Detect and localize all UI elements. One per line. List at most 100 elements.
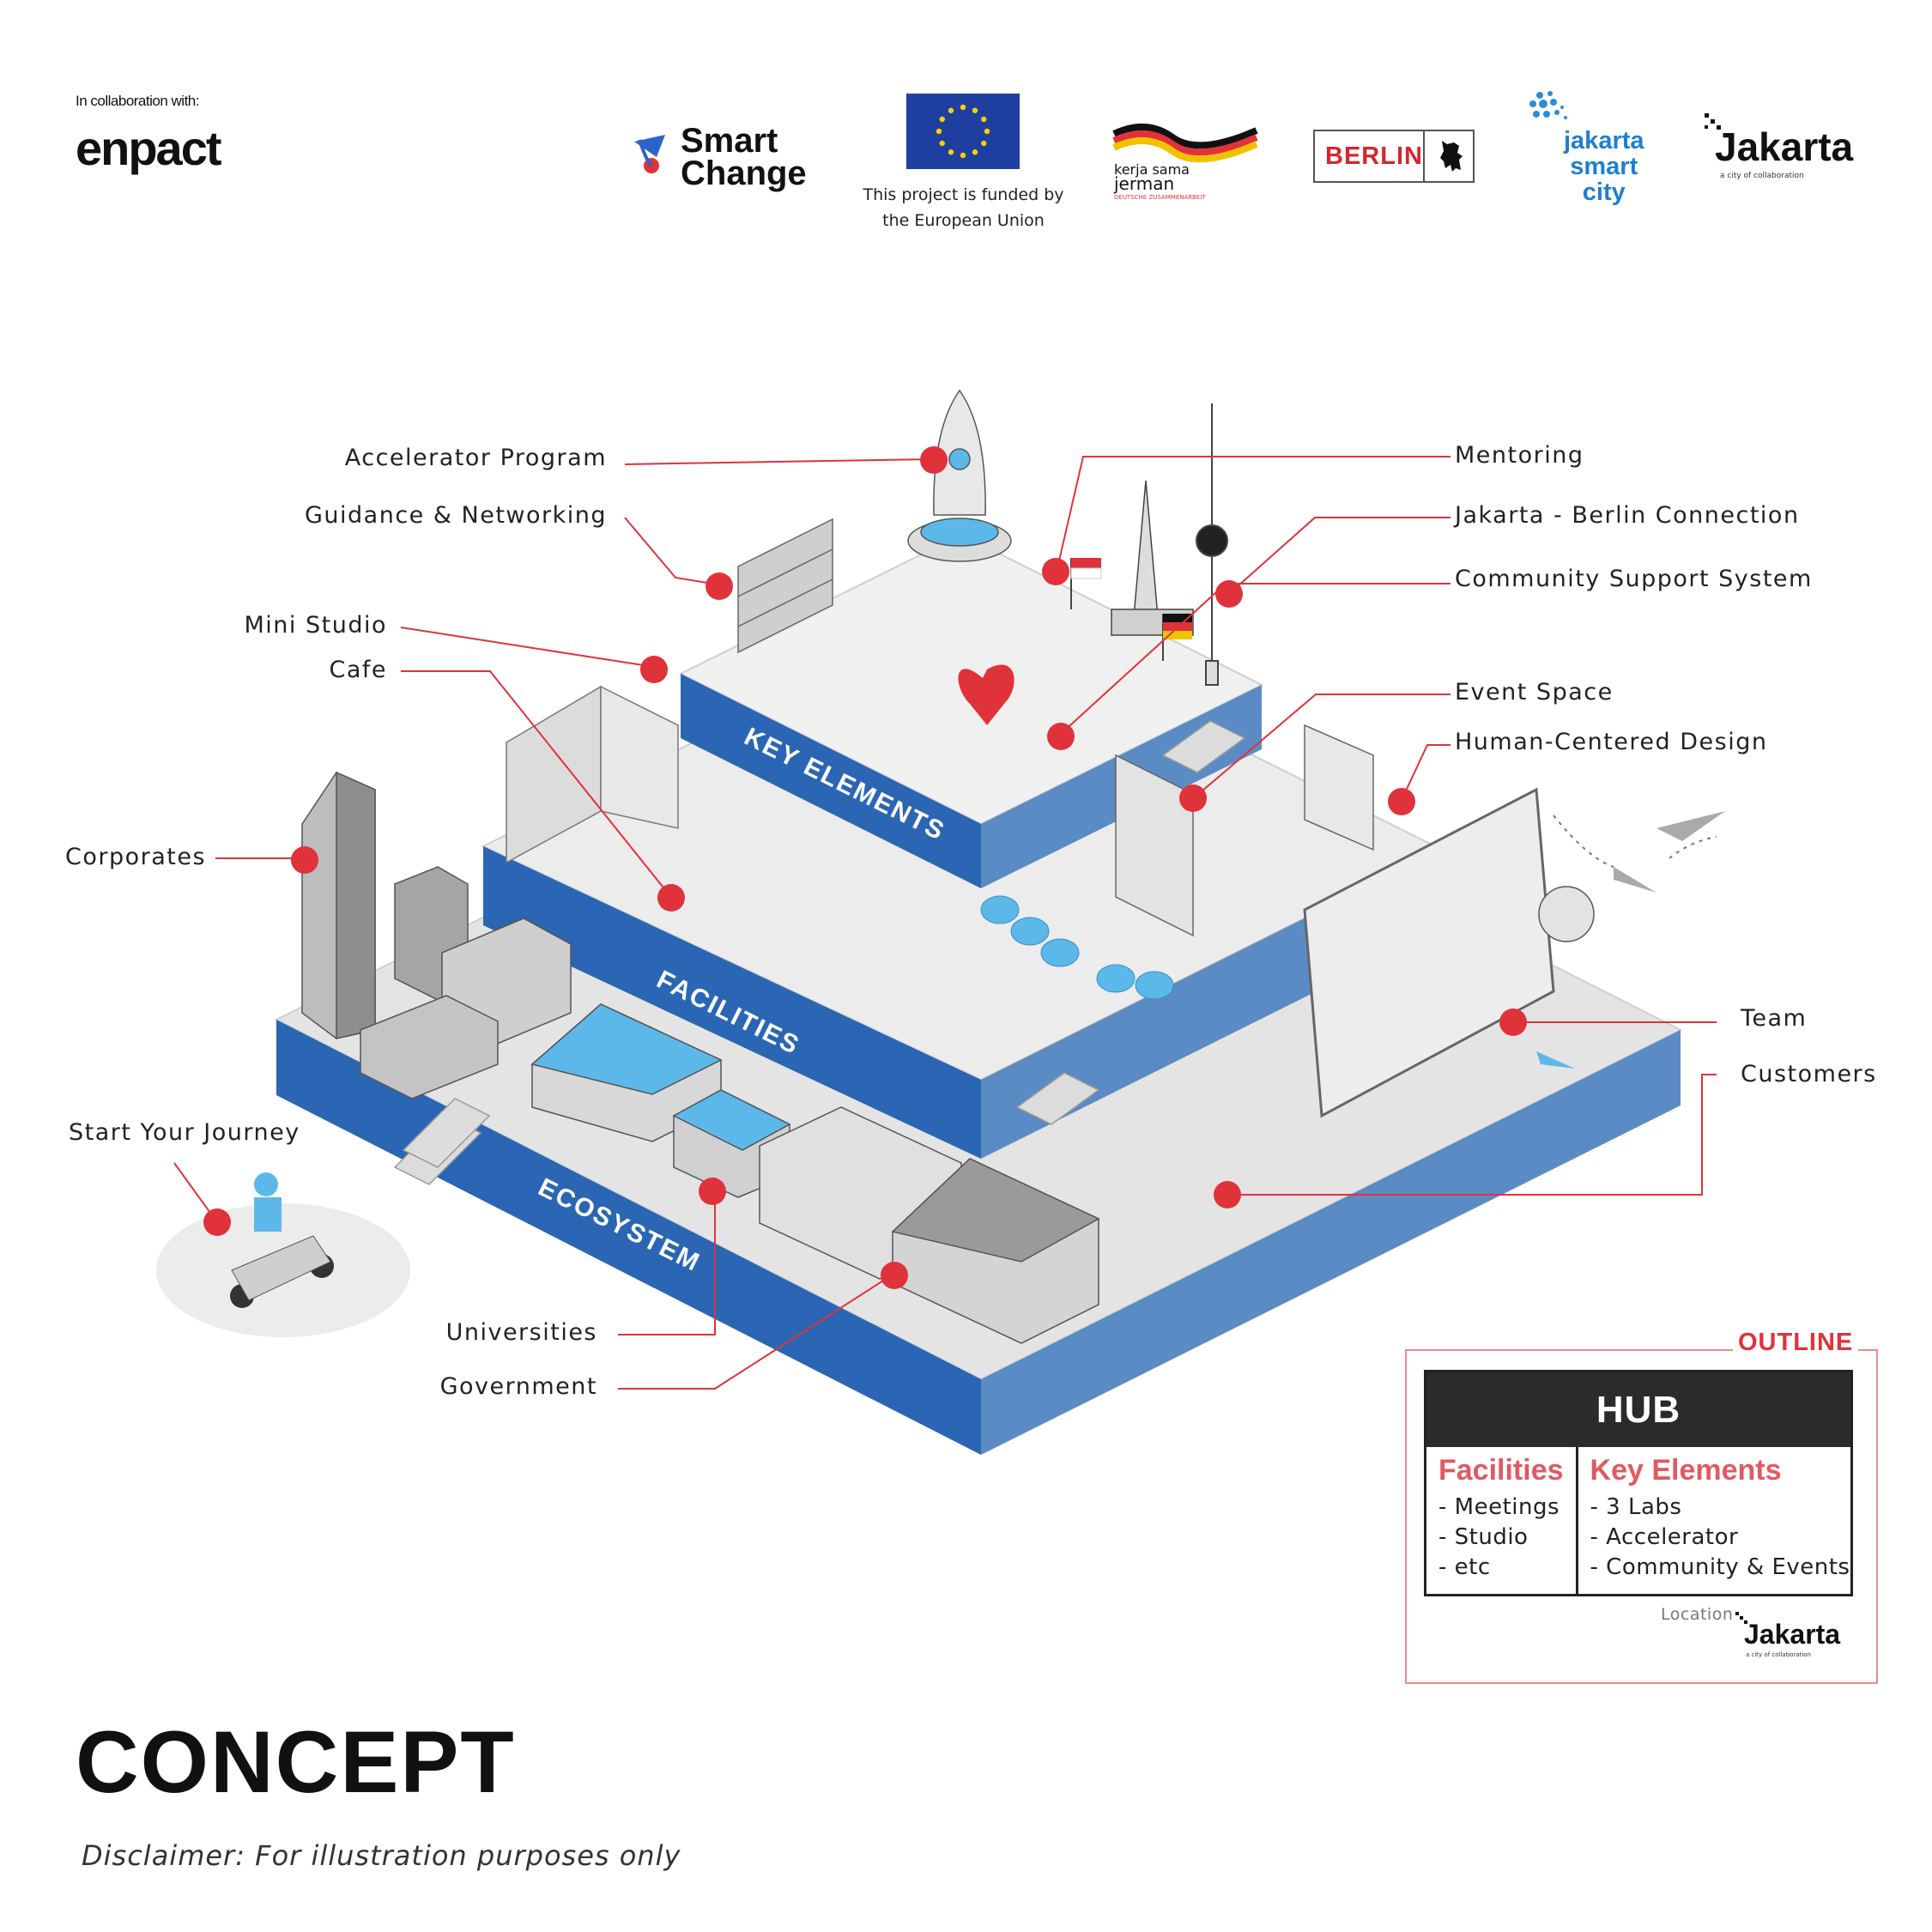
hotspot-hcd[interactable] <box>1388 788 1415 815</box>
eu-star-icon <box>939 116 945 123</box>
paper-planes <box>1536 811 1725 1069</box>
label-customers: Customers <box>1741 1061 1877 1087</box>
hotspots <box>203 446 1527 1289</box>
smartchange-mark-icon <box>634 135 665 173</box>
disclaimer: Disclaimer: For illustration purposes on… <box>82 1839 681 1872</box>
facilities-item: - Studio <box>1438 1524 1529 1550</box>
studio-room <box>506 685 679 864</box>
key-elements-item: - Community & Events <box>1590 1554 1850 1580</box>
berlin-logo: BERLIN <box>1313 130 1475 183</box>
hotspot-cafe[interactable] <box>657 884 685 911</box>
flag-ribbon-icon <box>1112 123 1258 163</box>
smartchange-logo: Smart Change <box>631 124 820 193</box>
hotspot-accelerator-program[interactable] <box>920 446 948 474</box>
jakarta-logo: Jakarta a city of collaboration <box>1703 112 1866 189</box>
label-corporates: Corporates <box>65 844 207 870</box>
eu-caption-line2: the European Union <box>882 211 1045 230</box>
location-jakarta-logo: Jakarta a city of collaboration <box>1735 1612 1864 1663</box>
facilities-title: Facilities <box>1438 1454 1564 1487</box>
dots-icon <box>1529 91 1567 119</box>
eu-star-icon <box>981 140 987 147</box>
hotspot-corporates[interactable] <box>291 846 318 874</box>
berlin-bear-icon <box>1440 141 1463 172</box>
key-elements-item: - 3 Labs <box>1590 1494 1682 1520</box>
eu-star-icon <box>972 107 978 113</box>
eu-star-icon <box>960 152 966 159</box>
pixel-mark-icon <box>1735 1612 1747 1624</box>
community-heart <box>958 664 1014 725</box>
pixel-mark-icon <box>1705 113 1721 130</box>
label-universities: Universities <box>445 1319 597 1346</box>
label-event-space: Event Space <box>1455 679 1614 706</box>
leader-lines <box>173 456 1717 1390</box>
monas-monument <box>1111 480 1194 636</box>
kerjasama-logo: kerja sama jerman DEUTSCHE ZUSAMMENARBEI… <box>1112 118 1258 204</box>
key-elements-item: - Accelerator <box>1590 1524 1739 1550</box>
hub-table: HUB Facilities - Meetings - Studio - etc… <box>1424 1370 1853 1596</box>
facilities-item: - etc <box>1438 1554 1491 1580</box>
location-jakarta-text: Jakarta <box>1744 1619 1841 1650</box>
hotspot-start-journey[interactable] <box>203 1208 231 1236</box>
bean-bags <box>980 895 1174 1000</box>
jakarta-smart-city-logo: jakarta smart city <box>1528 90 1644 210</box>
label-accelerator-program: Accelerator Program <box>344 445 607 471</box>
smartchange-line1: Smart <box>681 122 778 160</box>
label-government: Government <box>439 1373 597 1400</box>
bookshelf <box>737 518 833 654</box>
label-start-journey: Start Your Journey <box>69 1119 300 1146</box>
label-hcd: Human-Centered Design <box>1455 729 1768 755</box>
concept-title: CONCEPT <box>76 1713 516 1811</box>
label-guidance-networking: Guidance & Networking <box>305 502 607 529</box>
corporate-buildings <box>301 771 572 1099</box>
smartchange-line2: Change <box>681 154 807 192</box>
facilities-column: Facilities - Meetings - Studio - etc <box>1426 1447 1578 1596</box>
team-whiteboard <box>1303 787 1555 1118</box>
kerjasama-line2: jerman <box>1114 173 1175 194</box>
event-board <box>1115 724 1374 937</box>
location-label: Location <box>1661 1605 1734 1624</box>
jsc-line2: smart <box>1570 153 1638 180</box>
rocket-accelerator <box>907 389 1012 562</box>
hotspot-mini-studio[interactable] <box>640 656 668 683</box>
hotspot-mentoring[interactable] <box>1042 558 1069 585</box>
label-jakarta-berlin: Jakarta - Berlin Connection <box>1455 502 1800 529</box>
facilities-item: - Meetings <box>1438 1494 1560 1520</box>
scooter-scene <box>156 1172 410 1337</box>
hotspot-government[interactable] <box>881 1262 908 1289</box>
berlin-text: BERLIN <box>1325 142 1423 170</box>
kerjasama-line3: DEUTSCHE ZUSAMMENARBEIT <box>1114 194 1206 201</box>
hotspot-team[interactable] <box>1499 1008 1527 1036</box>
eu-star-icon <box>948 107 954 113</box>
hotspot-universities[interactable] <box>699 1178 726 1205</box>
key-elements-column: Key Elements - 3 Labs - Accelerator - Co… <box>1578 1447 1862 1596</box>
hub-heading: HUB <box>1426 1372 1850 1447</box>
stairs <box>393 720 1246 1185</box>
eu-caption-line1: This project is funded by <box>863 185 1064 204</box>
eu-star-icon <box>972 149 978 155</box>
university-buildings <box>530 1003 791 1198</box>
tv-tower <box>1196 403 1228 686</box>
label-mentoring: Mentoring <box>1455 442 1584 469</box>
outline-frame <box>1405 1349 1878 1684</box>
hotspot-jakarta-berlin[interactable] <box>1215 580 1243 608</box>
hotspot-customers[interactable] <box>1214 1181 1241 1208</box>
collab-label: In collaboration with: <box>76 93 199 109</box>
jsc-line3: city <box>1582 179 1626 206</box>
label-community-support: Community Support System <box>1455 566 1813 592</box>
eu-star-icon <box>960 104 966 111</box>
location-jakarta-tagline: a city of collaboration <box>1746 1651 1812 1658</box>
government-buildings <box>759 1106 1100 1344</box>
lightbulb <box>1538 886 1595 942</box>
label-team: Team <box>1741 1005 1808 1032</box>
kerjasama-line1: kerja sama <box>1114 161 1190 178</box>
eu-star-icon <box>939 140 945 147</box>
eu-star-icon <box>984 128 990 135</box>
eu-star-icon <box>936 128 942 135</box>
hotspot-community-support[interactable] <box>1047 723 1075 750</box>
hotspot-event-space[interactable] <box>1179 784 1207 812</box>
label-cafe: Cafe <box>329 657 387 683</box>
eu-star-icon <box>948 149 954 155</box>
hotspot-guidance-networking[interactable] <box>706 572 733 600</box>
enpact-logo: enpact <box>76 121 221 175</box>
